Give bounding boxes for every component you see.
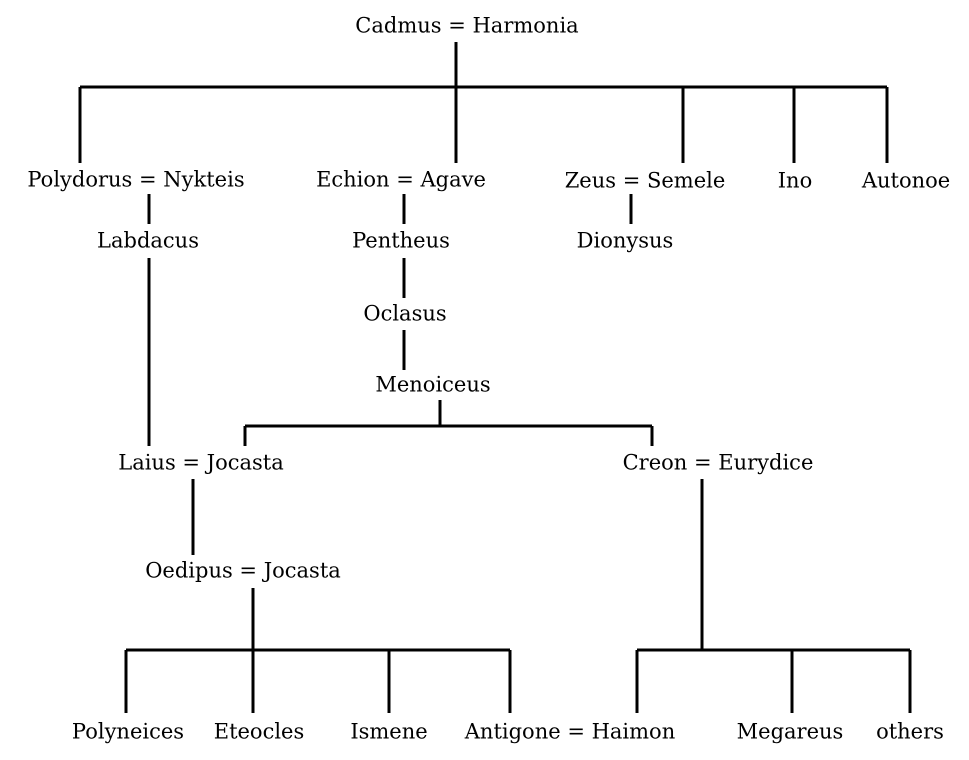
person-antigone-haimon: Antigone = Haimon: [464, 719, 676, 744]
person-polydorus-nykteis: Polydorus = Nykteis: [27, 167, 245, 192]
person-oclasus: Oclasus: [363, 301, 447, 326]
person-echion-agave: Echion = Agave: [316, 167, 486, 192]
person-autonoe: Autonoe: [861, 168, 951, 193]
person-pentheus: Pentheus: [352, 228, 450, 253]
person-menoiceus: Menoiceus: [375, 372, 491, 397]
person-polyneices: Polyneices: [71, 719, 185, 744]
person-others: others: [876, 719, 944, 744]
person-ino: Ino: [777, 168, 813, 193]
person-labdacus: Labdacus: [97, 228, 199, 253]
person-oedipus-jocasta: Oedipus = Jocasta: [145, 558, 341, 583]
person-ismene: Ismene: [350, 719, 428, 744]
person-laius-jocasta: Laius = Jocasta: [118, 450, 284, 475]
person-dionysus: Dionysus: [576, 228, 674, 253]
person-eteocles: Eteocles: [213, 719, 305, 744]
person-creon-eurydice: Creon = Eurydice: [622, 450, 814, 475]
person-cadmus-harmonia: Cadmus = Harmonia: [355, 13, 579, 38]
person-megareus: Megareus: [736, 719, 844, 744]
person-zeus-semele: Zeus = Semele: [564, 168, 726, 193]
